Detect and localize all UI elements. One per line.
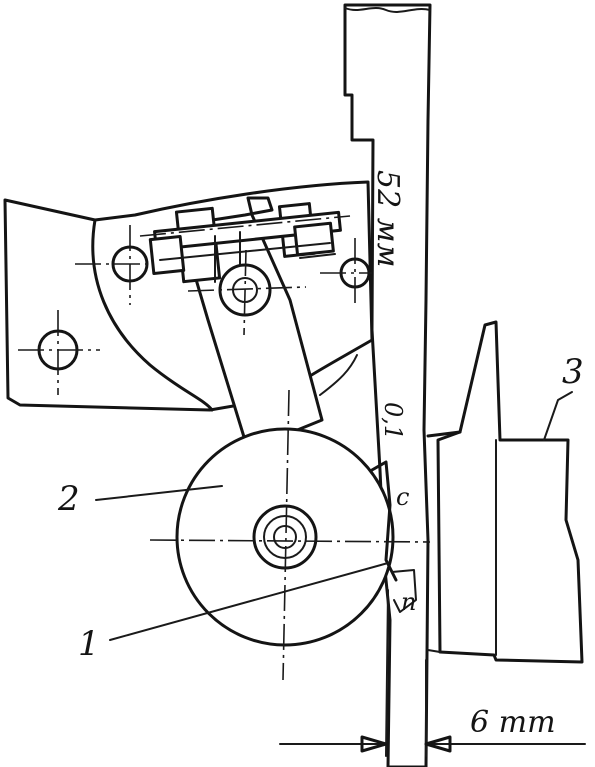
label-part-1: 1 bbox=[78, 624, 100, 664]
leader-part-3 bbox=[543, 391, 573, 441]
roller-wheel bbox=[175, 427, 395, 647]
leader-part-2 bbox=[95, 485, 223, 501]
label-mark-lower: n bbox=[401, 588, 416, 616]
workpiece-part-3 bbox=[436, 320, 584, 664]
housing-arc bbox=[319, 354, 358, 396]
label-part-3: 3 bbox=[562, 352, 584, 392]
rail-lower-detail bbox=[391, 569, 417, 613]
leader-part-1 bbox=[109, 562, 389, 641]
label-mark-c: c bbox=[396, 483, 409, 511]
rail-top-tear bbox=[344, 7, 431, 13]
roller-contact-point bbox=[370, 460, 398, 582]
screws-group bbox=[18, 225, 372, 395]
gap-dimension bbox=[279, 589, 586, 757]
label-mark-upper: 0,1 bbox=[379, 402, 407, 440]
nut-right bbox=[293, 221, 335, 257]
workpiece-bottom bbox=[427, 649, 441, 653]
lever-housing-outline bbox=[91, 218, 214, 412]
vertical-rail bbox=[343, 3, 432, 767]
label-part-2: 2 bbox=[57, 479, 80, 519]
workpiece-step bbox=[426, 430, 462, 438]
clamp-bolt-assembly bbox=[139, 202, 351, 284]
label-rail-dimension: 52 мм bbox=[370, 170, 405, 267]
nut-left bbox=[148, 235, 186, 275]
label-gap-dimension: 6 mm bbox=[470, 705, 556, 740]
